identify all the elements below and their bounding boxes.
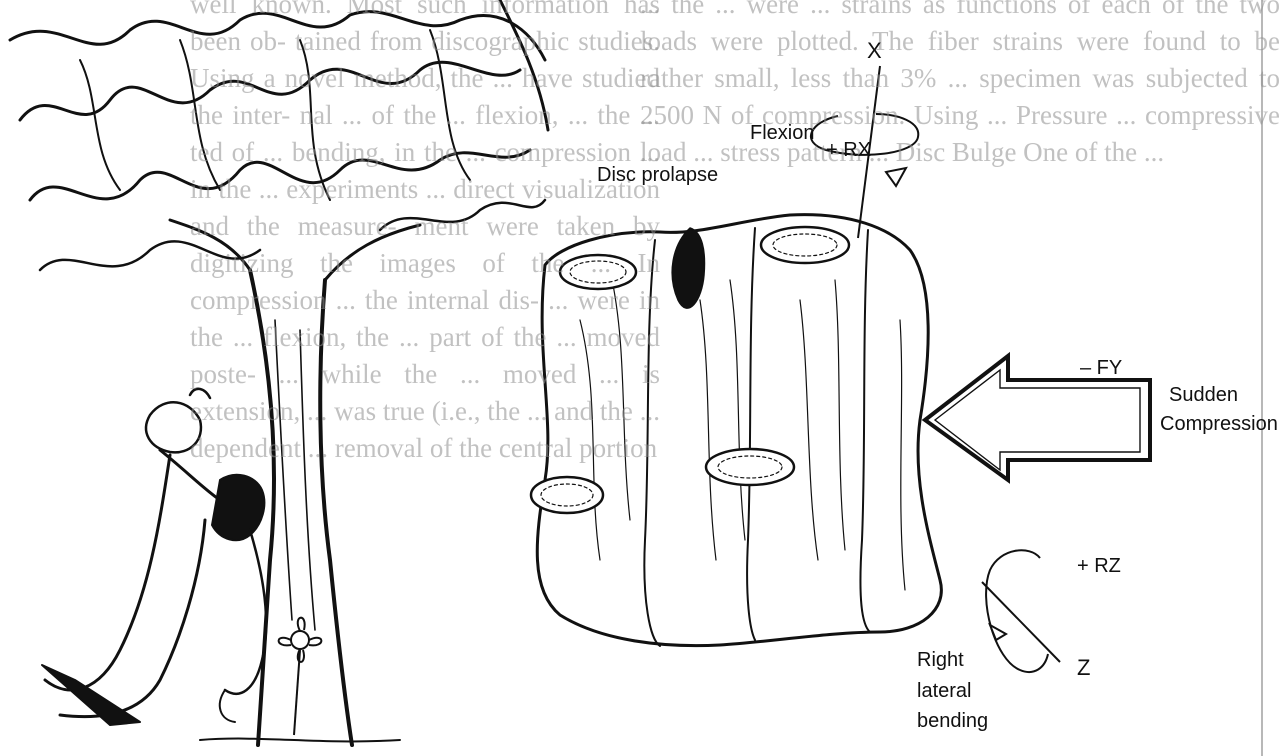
z-axis-label: Z xyxy=(1077,657,1090,679)
flexion-label: Flexion xyxy=(750,122,814,144)
disc-prolapse-label: Disc prolapse xyxy=(597,164,718,186)
lateral-label: lateral xyxy=(917,680,971,702)
compression-label: Compression xyxy=(1160,413,1278,435)
bending-label: bending xyxy=(917,710,988,732)
right-label: Right xyxy=(917,649,964,671)
background-page-text-left: well known. Most such information has be… xyxy=(190,0,660,467)
plus-rz-label: + RZ xyxy=(1077,555,1121,577)
background-page-text-right: ... the ... were ... strains as function… xyxy=(640,0,1279,171)
sudden-label: Sudden xyxy=(1169,384,1238,406)
x-axis-label: X xyxy=(867,40,882,62)
minus-fy-label: – FY xyxy=(1080,357,1122,379)
plus-rx-label: + RX xyxy=(826,139,871,161)
